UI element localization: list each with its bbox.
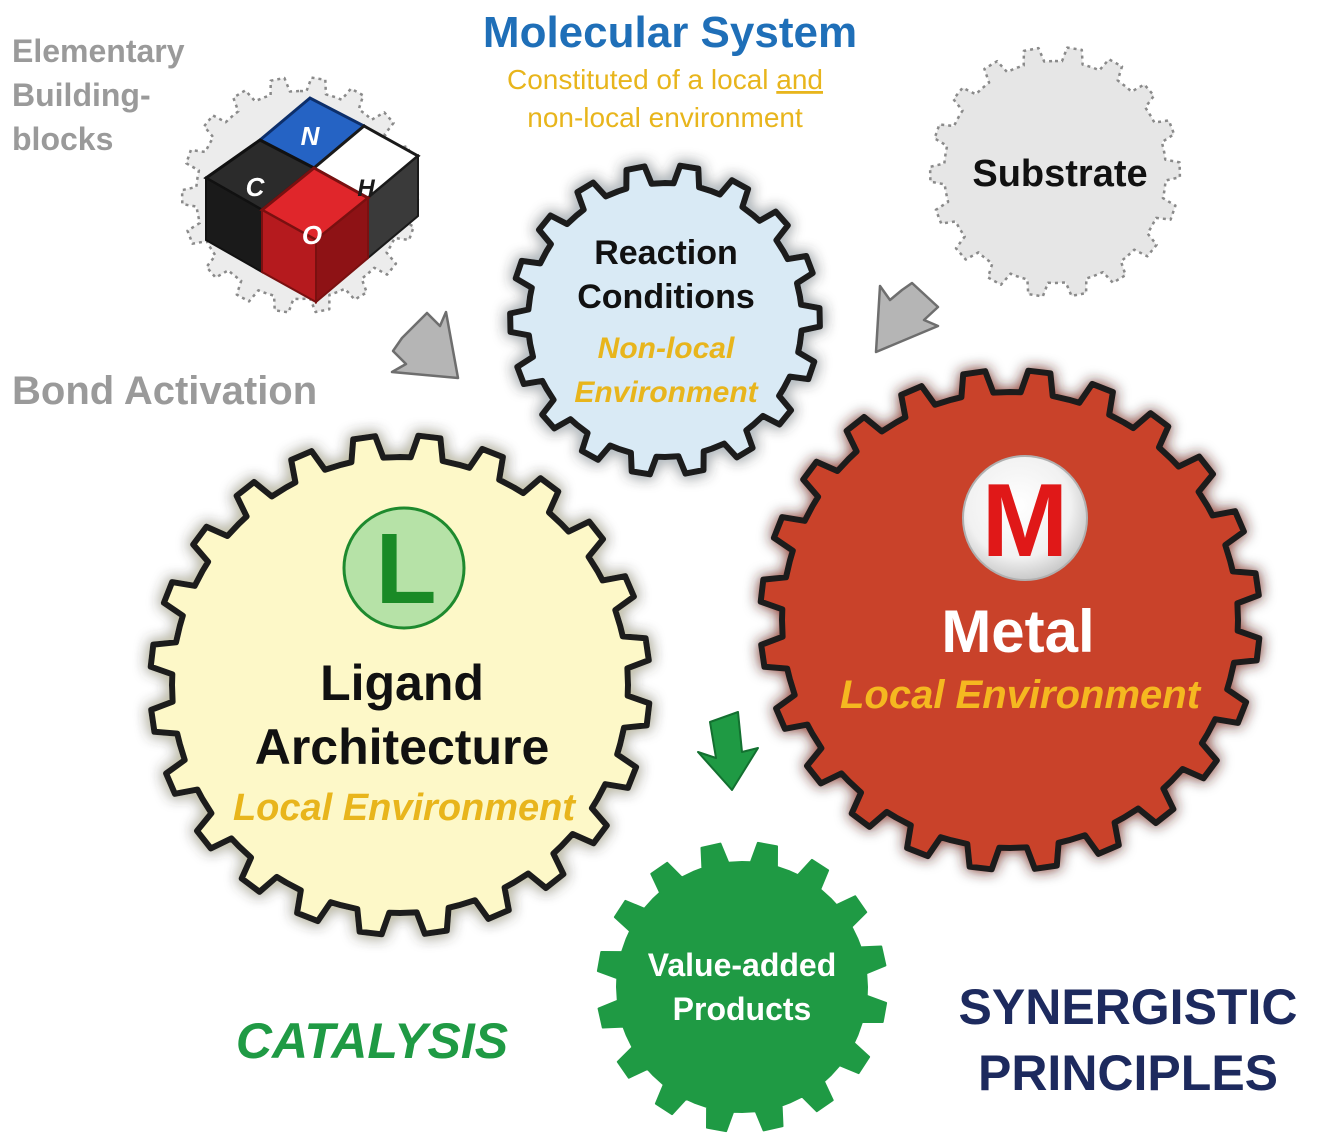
ligand-label-2: Architecture xyxy=(255,719,550,775)
ligand-label-1: Ligand xyxy=(320,655,484,711)
reaction-label-2: Conditions xyxy=(577,278,755,316)
puzzle-label-n: N xyxy=(301,121,321,151)
metal-sub: Local Environment xyxy=(840,673,1202,717)
puzzle-label-h: H xyxy=(357,175,375,202)
arrow-icon xyxy=(697,711,759,791)
substrate-gear-icon xyxy=(928,46,1182,298)
molecular-system-subtitle-2: non-local environment xyxy=(527,102,803,133)
metal-badge: M xyxy=(962,455,1088,581)
molecular-system-subtitle: Constituted of a local and xyxy=(507,64,823,95)
ligand-badge-letter: L xyxy=(375,513,436,625)
products-label-1: Value-added xyxy=(648,947,837,983)
elementary-label-3: blocks xyxy=(12,121,113,157)
metal-gear-icon xyxy=(757,367,1263,873)
reaction-conditions-gear-icon xyxy=(507,162,823,478)
elementary-label-2: Building- xyxy=(12,77,151,113)
synergistic-label-2: PRINCIPLES xyxy=(978,1045,1278,1101)
puzzle-label-o: O xyxy=(302,220,322,250)
synergistic-label-1: SYNERGISTIC xyxy=(959,979,1298,1035)
reaction-sub-2: Environment xyxy=(574,376,759,409)
substrate-label: Substrate xyxy=(972,153,1147,195)
bond-activation-label: Bond Activation xyxy=(12,369,317,413)
products-gear-icon xyxy=(596,841,888,1133)
reaction-sub-1: Non-local xyxy=(598,332,735,365)
puzzle-label-c: C xyxy=(246,172,266,202)
puzzle-icon: N C H O xyxy=(203,96,421,305)
catalysis-label: CATALYSIS xyxy=(236,1013,508,1069)
metal-badge-letter: M xyxy=(982,463,1069,579)
arrow-icon xyxy=(874,281,940,354)
ligand-sub: Local Environment xyxy=(233,787,576,829)
products-label-2: Products xyxy=(673,991,812,1027)
arrow-icon xyxy=(390,310,460,380)
elementary-label-1: Elementary xyxy=(12,33,185,69)
ligand-gear-icon xyxy=(147,432,653,938)
ligand-badge: L xyxy=(342,506,466,630)
metal-label: Metal xyxy=(941,598,1094,665)
subtitle-and: and xyxy=(776,64,823,95)
molecular-system-title: Molecular System xyxy=(483,8,857,57)
subtitle-line1: Constituted of a local xyxy=(507,64,776,95)
reaction-label-1: Reaction xyxy=(594,234,738,272)
